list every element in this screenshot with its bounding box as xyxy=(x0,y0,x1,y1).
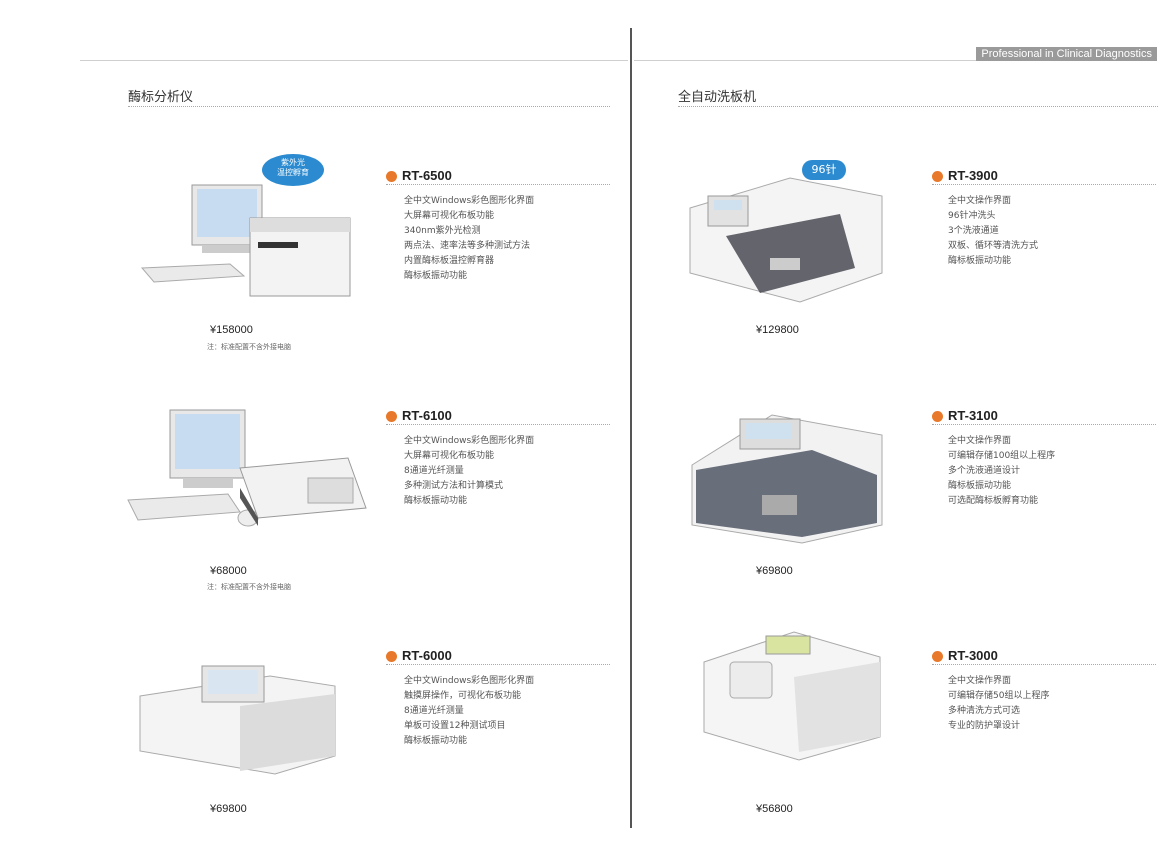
model-rule xyxy=(386,424,610,425)
price-rt-3900: ¥129800 xyxy=(756,324,799,336)
rt-6000-image xyxy=(139,665,336,775)
rt-3900-features: 全中文操作界面 96针冲洗头 3个洗液通道 双板、循环等清洗方式 酶标板振动功能 xyxy=(948,194,1038,269)
feature-item: 多种清洗方式可选 xyxy=(948,706,1021,716)
price-rt-6100: ¥68000 xyxy=(210,565,247,577)
rt-3900-image xyxy=(689,177,883,303)
rt-6000-features: 全中文Windows彩色图形化界面 触摸屏操作，可视化布板功能 8通道光纤测量 … xyxy=(404,674,534,749)
section-rule-right xyxy=(678,106,1158,107)
feature-item: 全中文操作界面 xyxy=(948,676,1012,686)
price-rt-6000: ¥69800 xyxy=(210,803,247,815)
model-rule xyxy=(932,664,1156,665)
feature-item: 3个洗液通道 xyxy=(948,226,999,236)
model-rule xyxy=(386,664,610,665)
rt-6100-image xyxy=(127,409,367,527)
feature-item: 触摸屏操作，可视化布板功能 xyxy=(404,691,522,701)
feature-item: 内置酶标板温控孵育器 xyxy=(404,256,495,266)
feature-item: 可编辑存储100组以上程序 xyxy=(948,451,1056,461)
note-rt-6100: 注：标准配置不含外接电脑 xyxy=(207,583,291,591)
feature-item: 340nm紫外光检测 xyxy=(404,226,481,236)
feature-item: 全中文Windows彩色图形化界面 xyxy=(404,676,535,686)
feature-item: 全中文操作界面 xyxy=(948,436,1012,446)
price-rt-6500: ¥158000 xyxy=(210,324,253,336)
top-rule-left xyxy=(80,60,628,61)
rt-3000-features: 全中文操作界面 可编辑存储50组以上程序 多种清洗方式可选 专业的防护罩设计 xyxy=(948,674,1049,734)
rt-6500-features: 全中文Windows彩色图形化界面 大屏幕可视化布板功能 340nm紫外光检测 … xyxy=(404,194,534,284)
rt-3900-badge: 96针 xyxy=(802,160,846,180)
feature-item: 多个洗液通道设计 xyxy=(948,466,1021,476)
feature-item: 两点法、速率法等多种测试方法 xyxy=(404,241,531,251)
feature-item: 双板、循环等清洗方式 xyxy=(948,241,1039,251)
feature-item: 大屏幕可视化布板功能 xyxy=(404,211,495,221)
feature-item: 全中文Windows彩色图形化界面 xyxy=(404,196,535,206)
model-rule xyxy=(386,184,610,185)
feature-item: 单板可设置12种测试项目 xyxy=(404,721,506,731)
model-rt-3900: RT-3900 xyxy=(932,168,998,183)
model-rt-3100: RT-3100 xyxy=(932,408,998,423)
model-rt-6100: RT-6100 xyxy=(386,408,452,423)
section-title-right: 全自动洗板机 xyxy=(678,90,757,105)
note-rt-6500: 注：标准配置不含外接电脑 xyxy=(207,343,291,351)
feature-item: 专业的防护罩设计 xyxy=(948,721,1021,731)
page-spine xyxy=(630,28,632,828)
price-rt-3100: ¥69800 xyxy=(756,565,793,577)
feature-item: 多种测试方法和计算模式 xyxy=(404,481,504,491)
rt-6100-features: 全中文Windows彩色图形化界面 大屏幕可视化布板功能 8通道光纤测量 多种测… xyxy=(404,434,534,509)
model-rt-6000: RT-6000 xyxy=(386,648,452,663)
section-title-left: 酶标分析仪 xyxy=(128,90,194,105)
rt-3000-image xyxy=(703,631,881,761)
feature-item: 可编辑存储50组以上程序 xyxy=(948,691,1050,701)
feature-item: 酶标板振动功能 xyxy=(404,496,468,506)
feature-item: 酶标板振动功能 xyxy=(404,271,468,281)
rt-6500-badge: 紫外光 温控孵育 xyxy=(262,154,324,186)
rt-6500-badge-line1: 紫外光 xyxy=(281,158,305,167)
model-rule xyxy=(932,424,1156,425)
section-rule-left xyxy=(128,106,610,107)
model-rt-6500: RT-6500 xyxy=(386,168,452,183)
banner-label: Professional in Clinical Diagnostics xyxy=(976,47,1157,61)
feature-item: 8通道光纤测量 xyxy=(404,706,464,716)
model-rule xyxy=(932,184,1156,185)
feature-item: 96针冲洗头 xyxy=(948,211,996,221)
rt-3100-features: 全中文操作界面 可编辑存储100组以上程序 多个洗液通道设计 酶标板振动功能 可… xyxy=(948,434,1055,509)
price-rt-3000: ¥56800 xyxy=(756,803,793,815)
feature-item: 酶标板振动功能 xyxy=(948,481,1012,491)
top-rule-right xyxy=(634,60,1156,61)
rt-6500-badge-line2: 温控孵育 xyxy=(277,168,309,177)
feature-item: 可选配酶标板孵育功能 xyxy=(948,496,1039,506)
feature-item: 8通道光纤测量 xyxy=(404,466,464,476)
rt-3100-image xyxy=(691,414,883,544)
feature-item: 全中文操作界面 xyxy=(948,196,1012,206)
feature-item: 酶标板振动功能 xyxy=(948,256,1012,266)
feature-item: 大屏幕可视化布板功能 xyxy=(404,451,495,461)
feature-item: 酶标板振动功能 xyxy=(404,736,468,746)
rt-6500-image xyxy=(140,184,351,297)
feature-item: 全中文Windows彩色图形化界面 xyxy=(404,436,535,446)
model-rt-3000: RT-3000 xyxy=(932,648,998,663)
